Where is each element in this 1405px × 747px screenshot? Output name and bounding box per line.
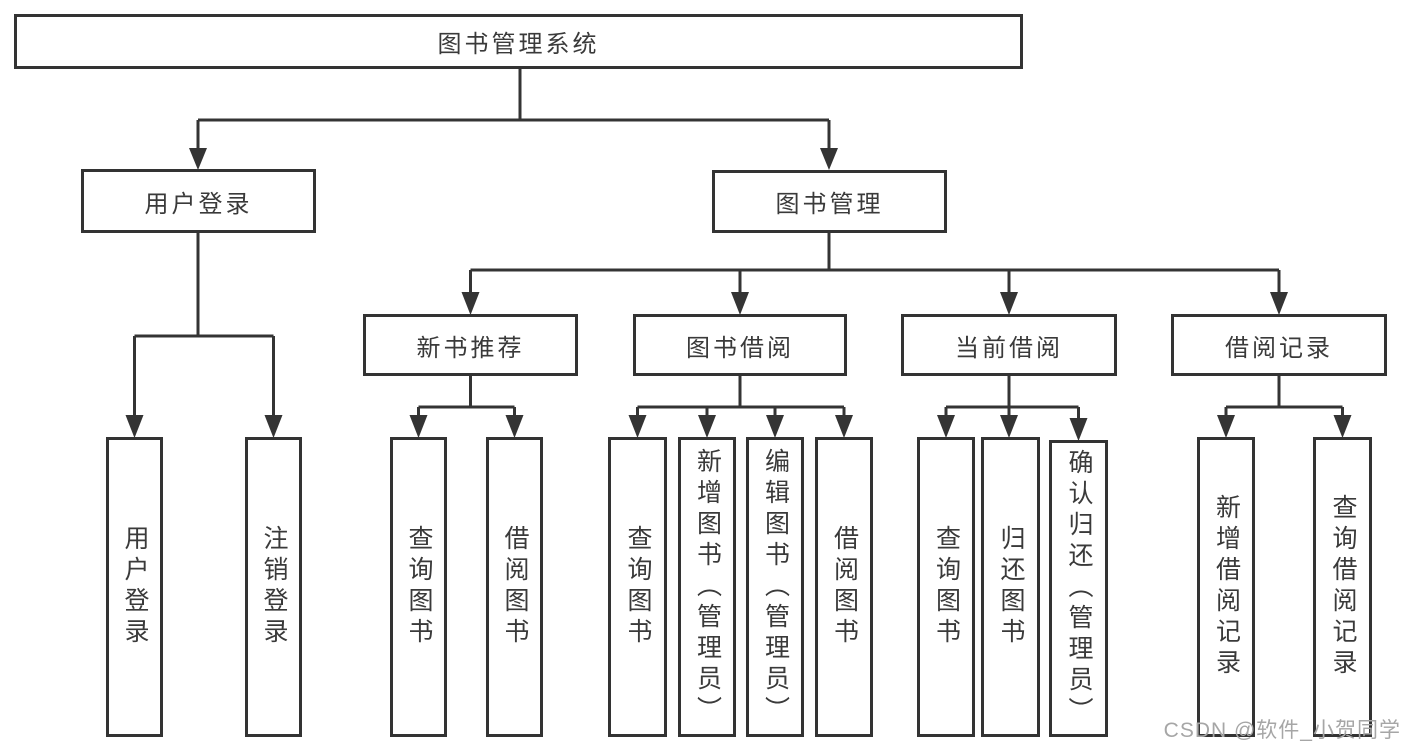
arrowheads-records-leaves — [1217, 415, 1352, 438]
node-book-borrowing: 图书借阅 — [633, 314, 847, 376]
connector-book-management-to-level3 — [469, 233, 1281, 292]
leaf-current-query-books: 查询图书 — [917, 437, 975, 737]
arrowheads-level3 — [461, 292, 1288, 315]
connector-root-to-level2 — [196, 69, 831, 148]
leaf-current-confirm-return-admin: 确认归还（管理员） — [1049, 440, 1108, 737]
arrowheads-user-login-leaves — [125, 415, 283, 438]
leaf-recommend-borrow-books: 借阅图书 — [486, 437, 543, 737]
leaf-borrowing-borrow-books: 借阅图书 — [815, 437, 873, 737]
leaf-borrowing-query-books: 查询图书 — [608, 437, 667, 737]
connector-current-to-leaves — [944, 376, 1080, 418]
leaf-logout: 注销登录 — [245, 437, 302, 737]
node-current-borrowing: 当前借阅 — [901, 314, 1117, 376]
connector-recommend-to-leaves — [417, 376, 516, 415]
node-new-book-recommend: 新书推荐 — [363, 314, 578, 376]
connector-records-to-leaves — [1224, 376, 1344, 415]
connector-borrowing-to-leaves — [636, 376, 846, 415]
leaf-records-add-record: 新增借阅记录 — [1197, 437, 1255, 737]
leaf-borrowing-edit-books-admin: 编辑图书（管理员） — [746, 437, 804, 737]
leaf-records-query-record: 查询借阅记录 — [1313, 437, 1372, 737]
arrowheads-level2 — [189, 148, 838, 170]
arrowheads-borrowing-leaves — [628, 415, 853, 438]
csdn-watermark: CSDN @软件_小贺同学 — [1163, 719, 1401, 742]
leaf-borrowing-add-books-admin: 新增图书（管理员） — [678, 437, 736, 737]
connector-user-login-to-leaves — [133, 233, 275, 415]
node-user-login: 用户登录 — [81, 169, 316, 233]
node-book-management: 图书管理 — [712, 170, 947, 233]
node-library-system: 图书管理系统 — [14, 14, 1023, 69]
node-borrowing-records: 借阅记录 — [1171, 314, 1387, 376]
arrowheads-recommend-leaves — [409, 415, 524, 438]
leaf-current-return-books: 归还图书 — [981, 437, 1040, 737]
leaf-user-login: 用户登录 — [106, 437, 163, 737]
leaf-recommend-query-books: 查询图书 — [390, 437, 447, 737]
